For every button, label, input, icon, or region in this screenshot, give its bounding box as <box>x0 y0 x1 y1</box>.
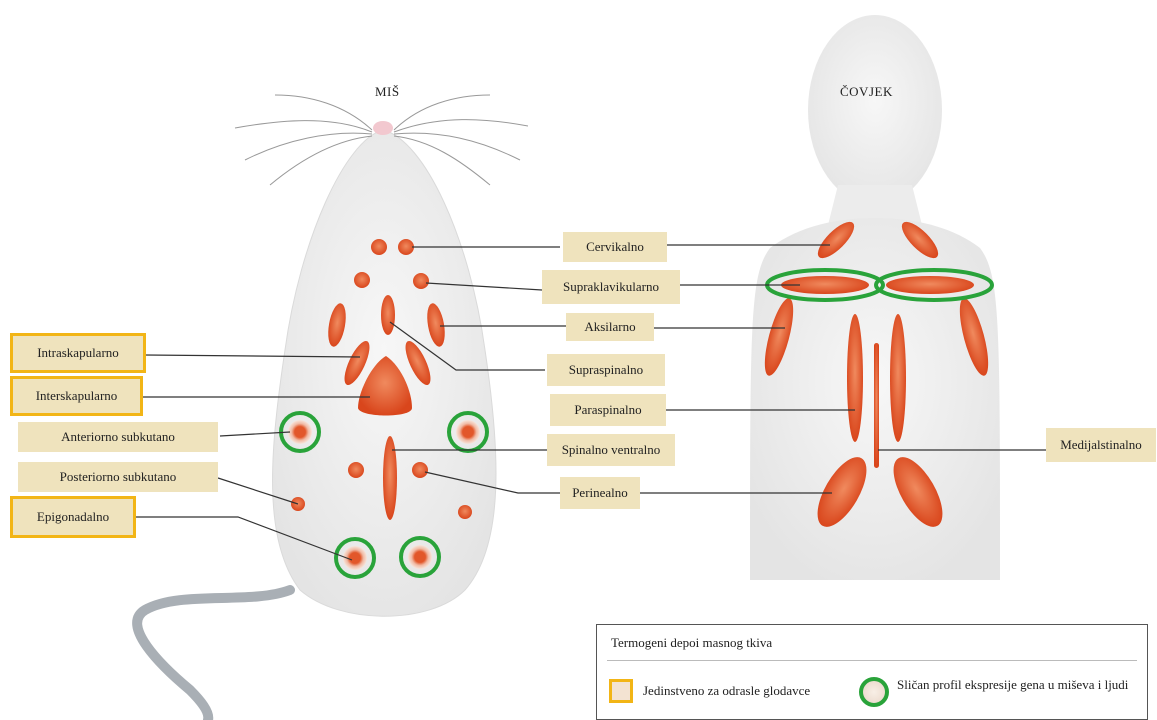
label-supraspinal: Supraspinalno <box>547 354 665 386</box>
label-anterior-subcutaneous: Anteriorno subkutano <box>18 422 218 452</box>
depot-paraspinal-human <box>847 314 863 442</box>
legend-similar-profile-text: Sličan profil ekspresije gena u miševa i… <box>897 677 1137 692</box>
mouse-nose <box>373 121 393 135</box>
human-head <box>808 15 942 205</box>
depot-cervical-mouse <box>371 239 387 255</box>
similar-profile-ring-icon <box>859 677 889 707</box>
label-interscapular: Interskapularno <box>10 376 143 416</box>
label-posterior-subcutaneous: Posteriorno subkutano <box>18 462 218 492</box>
mouse-tail <box>137 590 290 720</box>
label-cervical: Cervikalno <box>563 232 667 262</box>
label-paraspinal: Paraspinalno <box>550 394 666 426</box>
depot-spinal-ventral-mouse <box>383 436 397 520</box>
legend-rodent-only-text: Jedinstveno za odrasle glodavce <box>643 683 810 699</box>
label-intrascapular: Intraskapularno <box>10 333 146 373</box>
depot-supraspinal-mouse <box>381 295 395 335</box>
human-title: ČOVJEK <box>840 84 893 100</box>
label-axillary: Aksilarno <box>566 313 654 341</box>
depot-perineal-mouse <box>412 462 428 478</box>
label-perineal: Perinealno <box>560 477 640 509</box>
label-supraclavicular: Supraklavikularno <box>542 270 680 304</box>
depot-mediastinal-human <box>874 343 879 468</box>
depot-supraclavicular-mouse <box>354 272 370 288</box>
rodent-only-swatch-icon <box>609 679 633 703</box>
legend-divider <box>607 660 1137 661</box>
mouse-title: MIŠ <box>375 84 400 100</box>
label-spinal-ventral: Spinalno ventralno <box>547 434 675 466</box>
legend-title: Termogeni depoi masnog tkiva <box>611 635 772 651</box>
legend: Termogeni depoi masnog tkiva Jedinstveno… <box>596 624 1148 720</box>
label-epigonadal: Epigonadalno <box>10 496 136 538</box>
label-mediastinal: Medijalstinalno <box>1046 428 1156 462</box>
